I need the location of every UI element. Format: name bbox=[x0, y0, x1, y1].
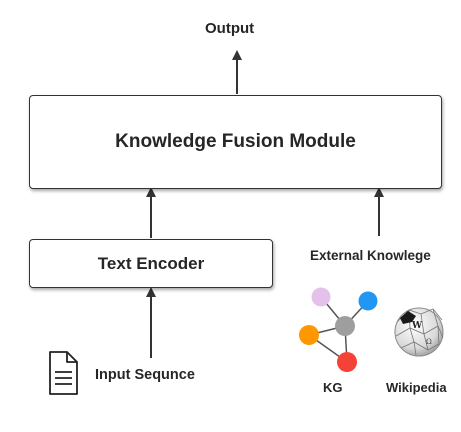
svg-text:W: W bbox=[411, 321, 423, 331]
wikipedia-label: Wikipedia bbox=[386, 380, 447, 395]
output-label: Output bbox=[205, 20, 255, 37]
external-knowledge-label: External Knowlege bbox=[310, 248, 431, 263]
input-sequence-label: Input Sequnce bbox=[95, 367, 195, 383]
graph-node-blue bbox=[358, 291, 378, 311]
svg-text:Ω: Ω bbox=[426, 338, 432, 346]
knowledge-graph-icon bbox=[299, 287, 378, 372]
graph-node-red bbox=[337, 352, 357, 372]
kg-label: KG bbox=[323, 380, 343, 395]
knowledge-fusion-module-label: Knowledge Fusion Module bbox=[115, 131, 356, 152]
knowledge-fusion-module-box: Knowledge Fusion Module bbox=[29, 95, 442, 189]
text-encoder-label: Text Encoder bbox=[97, 253, 205, 273]
text-encoder-box: Text Encoder bbox=[29, 239, 273, 288]
graph-node-gray bbox=[335, 316, 355, 336]
graph-node-purple bbox=[311, 287, 331, 307]
document-icon bbox=[49, 351, 78, 395]
graph-node-orange bbox=[299, 325, 319, 345]
wikipedia-globe-icon: W Ω bbox=[394, 307, 444, 357]
